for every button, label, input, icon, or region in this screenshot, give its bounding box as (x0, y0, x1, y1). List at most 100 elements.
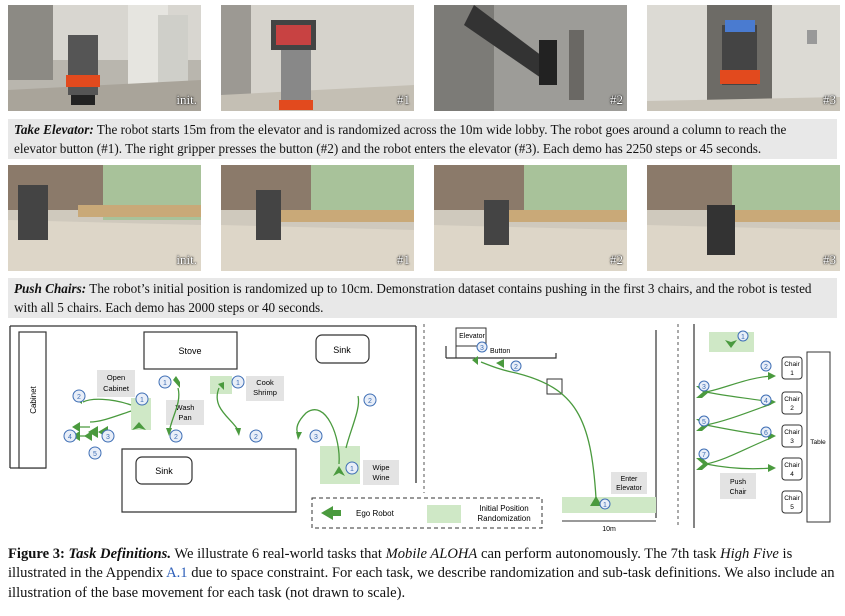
init-position-swatch (427, 505, 461, 523)
enter-elevator-label: Elevator (616, 485, 642, 492)
marker: 1 (236, 380, 240, 387)
cabinet-label: Cabinet (29, 385, 38, 413)
caption-text: is illustrated in the Appendix (8, 546, 793, 582)
photo-tag: #3 (823, 252, 836, 267)
chair-box (781, 424, 803, 448)
photo-tag: #1 (397, 252, 410, 267)
chair-label: Chair (784, 429, 800, 436)
elevator-label: Elevator (459, 333, 485, 340)
chair-box (781, 457, 803, 481)
chair-label: Chair (784, 396, 800, 403)
legend-robot-label: Ego Robot (356, 509, 395, 518)
table-box (806, 351, 831, 523)
stove-label: Stove (178, 346, 201, 356)
push-chairs-panel: Table Push Chair Chair 1 Chair 2 Chair 3 Ch… (677, 324, 831, 528)
marker: 7 (702, 452, 706, 459)
chair-number: 5 (790, 504, 794, 511)
chair-label: Chair (784, 495, 800, 502)
marker: 3 (702, 384, 706, 391)
chair-box (781, 391, 803, 415)
wipe-wine-label: Wine (372, 473, 389, 482)
caption-text: due to space constraint. For each task, … (8, 565, 835, 601)
marker: 4 (68, 434, 72, 441)
elevator-panel: Elevator Button 10m Enter Elevator 3 2 1 (423, 324, 657, 533)
marker: 2 (514, 364, 518, 371)
chair-number: 1 (790, 370, 794, 377)
photo-tag: #3 (823, 92, 836, 107)
marker: 3 (480, 345, 484, 352)
push-chairs-photo-2: #2 (434, 165, 627, 271)
task-text: The robot’s initial position is randomiz… (14, 281, 812, 315)
chair-box (781, 356, 803, 380)
caption-task-name: High Five (720, 546, 779, 562)
marker: 1 (140, 397, 144, 404)
marker: 4 (764, 398, 768, 405)
marker: 1 (350, 466, 354, 473)
stove-box (143, 331, 238, 370)
figure-title: Task Definitions. (68, 546, 171, 562)
chair-label: Chair (784, 462, 800, 469)
figure-caption: Figure 3: Task Definitions. We illustrat… (8, 545, 840, 603)
chair-box (781, 490, 803, 514)
button-label: Button (490, 348, 510, 355)
wipe-wine-label: Wipe (372, 463, 389, 472)
marker: 1 (163, 380, 167, 387)
elevator-photo-1: #1 (221, 5, 414, 111)
elevator-photo-3: #3 (647, 5, 840, 111)
caption-text: can perform autonomously. The 7th task (477, 546, 721, 562)
elevator-photo-init: init. (8, 5, 201, 111)
wash-pan-label: Pan (178, 413, 191, 422)
marker: 2 (77, 394, 81, 401)
task-title: Take Elevator: (14, 122, 94, 137)
legend-init-label: Randomization (477, 514, 530, 523)
marker: 1 (603, 502, 607, 509)
figure-label: Figure 3: (8, 546, 65, 562)
legend-init-label: Initial Position (479, 504, 528, 513)
photo-tag: #1 (397, 92, 410, 107)
chair-number: 4 (790, 471, 794, 478)
chair-number: 2 (790, 405, 794, 412)
open-cabinet-label: Open (107, 373, 125, 382)
marker: 2 (254, 434, 258, 441)
push-chairs-photo-3: #3 (647, 165, 840, 271)
task-text: The robot starts 15m from the elevator a… (14, 122, 787, 156)
table-label: Table (810, 439, 826, 446)
caption-system-name: Mobile ALOHA (385, 546, 478, 562)
push-chairs-description: Push Chairs: The robot’s initial positio… (8, 278, 837, 318)
marker: 1 (741, 334, 745, 341)
photo-tag: #2 (610, 252, 623, 267)
marker: 5 (93, 451, 97, 458)
marker: 2 (368, 398, 372, 405)
marker: 3 (106, 434, 110, 441)
push-chairs-photo-init: init. (8, 165, 201, 271)
cook-shrimp-label: Shrimp (253, 388, 277, 397)
photo-tag: init. (176, 252, 197, 267)
chair-number: 3 (790, 438, 794, 445)
legend-box (311, 497, 543, 529)
marker: 2 (174, 434, 178, 441)
open-cabinet-label: Cabinet (103, 384, 130, 393)
photo-tag: init. (176, 92, 197, 107)
ego-robot-icon (321, 506, 333, 520)
appendix-link[interactable]: A.1 (166, 565, 188, 582)
caption-text: We illustrate 6 real-world tasks that (171, 546, 386, 562)
sink-bottom-box (135, 456, 193, 485)
sink-top-box (315, 334, 370, 364)
take-elevator-description: Take Elevator: The robot starts 15m from… (8, 119, 837, 159)
push-chairs-photo-1: #1 (221, 165, 414, 271)
chair-label: Chair (784, 361, 800, 368)
task-diagram: Cabinet Stove Sink Sink Open Cabinet Was… (9, 324, 831, 533)
sink-bottom-label: Sink (155, 466, 173, 476)
marker: 5 (702, 419, 706, 426)
marker: 3 (314, 434, 318, 441)
push-chair-label: Push (730, 479, 746, 486)
elevator-photo-2: #2 (434, 5, 627, 111)
enter-elevator-label: Enter (621, 476, 638, 483)
kitchen-panel: Cabinet Stove Sink Sink Open Cabinet Was… (9, 325, 543, 529)
wash-pan-label: Wash (176, 403, 195, 412)
task-title: Push Chairs: (14, 281, 87, 296)
width-label: 10m (602, 526, 616, 533)
cabinet-box (18, 331, 47, 469)
marker: 6 (764, 430, 768, 437)
sink-top-label: Sink (333, 345, 351, 355)
